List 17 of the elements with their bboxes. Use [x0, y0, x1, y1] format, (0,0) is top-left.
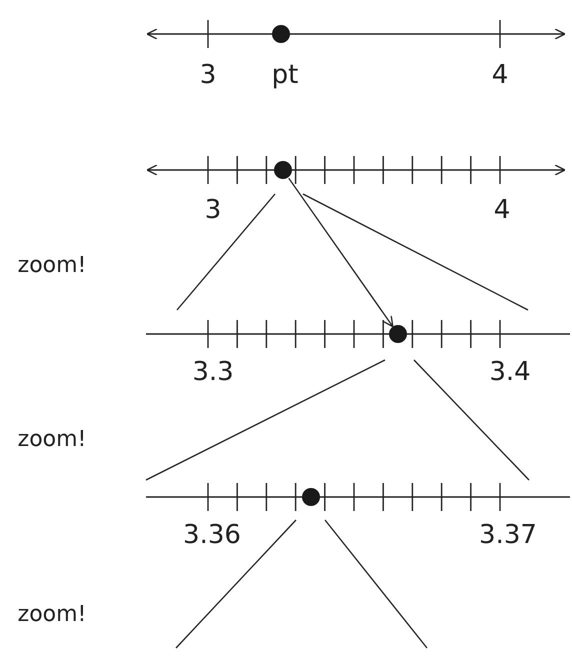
tick-label: 3: [204, 197, 222, 223]
point-dot: [272, 25, 290, 43]
tick-label: 4: [492, 62, 508, 88]
tick-label: 4: [494, 197, 510, 223]
tick-label: 3.36: [183, 522, 241, 548]
tick-label: 3: [200, 62, 216, 88]
point-dot: [389, 325, 407, 343]
zoom-note: zoom!: [18, 429, 86, 451]
point-dot: [274, 161, 292, 179]
zoom-note: zoom!: [18, 255, 86, 277]
point-dot: [302, 488, 320, 506]
arrow: [288, 178, 394, 328]
zoom-note: zoom!: [18, 604, 86, 626]
tick-label: 3.37: [479, 522, 537, 548]
tick-label: 3.3: [192, 359, 234, 385]
point-label: pt: [272, 62, 298, 88]
tick-label: 3.4: [489, 359, 531, 385]
